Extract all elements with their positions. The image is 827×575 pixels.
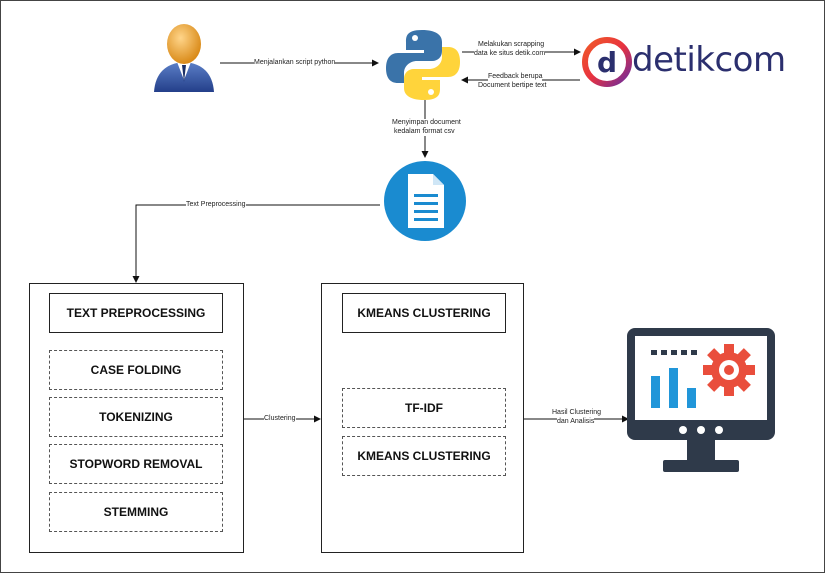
arrow-document-to-preprocessing bbox=[132, 204, 380, 283]
preprocessing-title: TEXT PREPROCESSING bbox=[49, 293, 223, 333]
clustering-title: KMEANS CLUSTERING bbox=[342, 293, 506, 333]
label-run-script: Menjalankan script python bbox=[254, 59, 336, 67]
detik-logo-letter: d bbox=[597, 46, 617, 79]
label-feedback-line1: Feedback berupa bbox=[488, 73, 543, 81]
step-stopword-removal: STOPWORD REMOVAL bbox=[49, 444, 223, 484]
python-logo-icon bbox=[386, 30, 460, 100]
step-tokenizing: TOKENIZING bbox=[49, 397, 223, 437]
label-result-line1: Hasil Clustering bbox=[552, 409, 602, 417]
user-icon bbox=[154, 24, 214, 92]
step-case-folding: CASE FOLDING bbox=[49, 350, 223, 390]
label-text-preprocessing: Text Preprocessing bbox=[186, 201, 246, 209]
label-scrape-line2: data ke situs detik.com bbox=[474, 50, 546, 58]
label-result-line2: dan Analisis bbox=[557, 418, 595, 426]
step-tf-idf: TF-IDF bbox=[342, 388, 506, 428]
detik-logo-mark: d bbox=[582, 37, 632, 87]
label-save-line2: kedalam format csv bbox=[394, 128, 455, 136]
label-save-line1: Menyimpan document bbox=[392, 119, 461, 127]
analytics-monitor-icon bbox=[627, 328, 775, 472]
step-stemming: STEMMING bbox=[49, 492, 223, 532]
label-clustering: Clustering bbox=[264, 415, 296, 423]
document-icon bbox=[384, 161, 466, 241]
step-kmeans-clustering: KMEANS CLUSTERING bbox=[342, 436, 506, 476]
detik-logo-text: detikcom bbox=[632, 40, 786, 80]
label-scrape-line1: Melakukan scrapping bbox=[478, 41, 545, 49]
label-feedback-line2: Document bertipe text bbox=[478, 82, 547, 90]
